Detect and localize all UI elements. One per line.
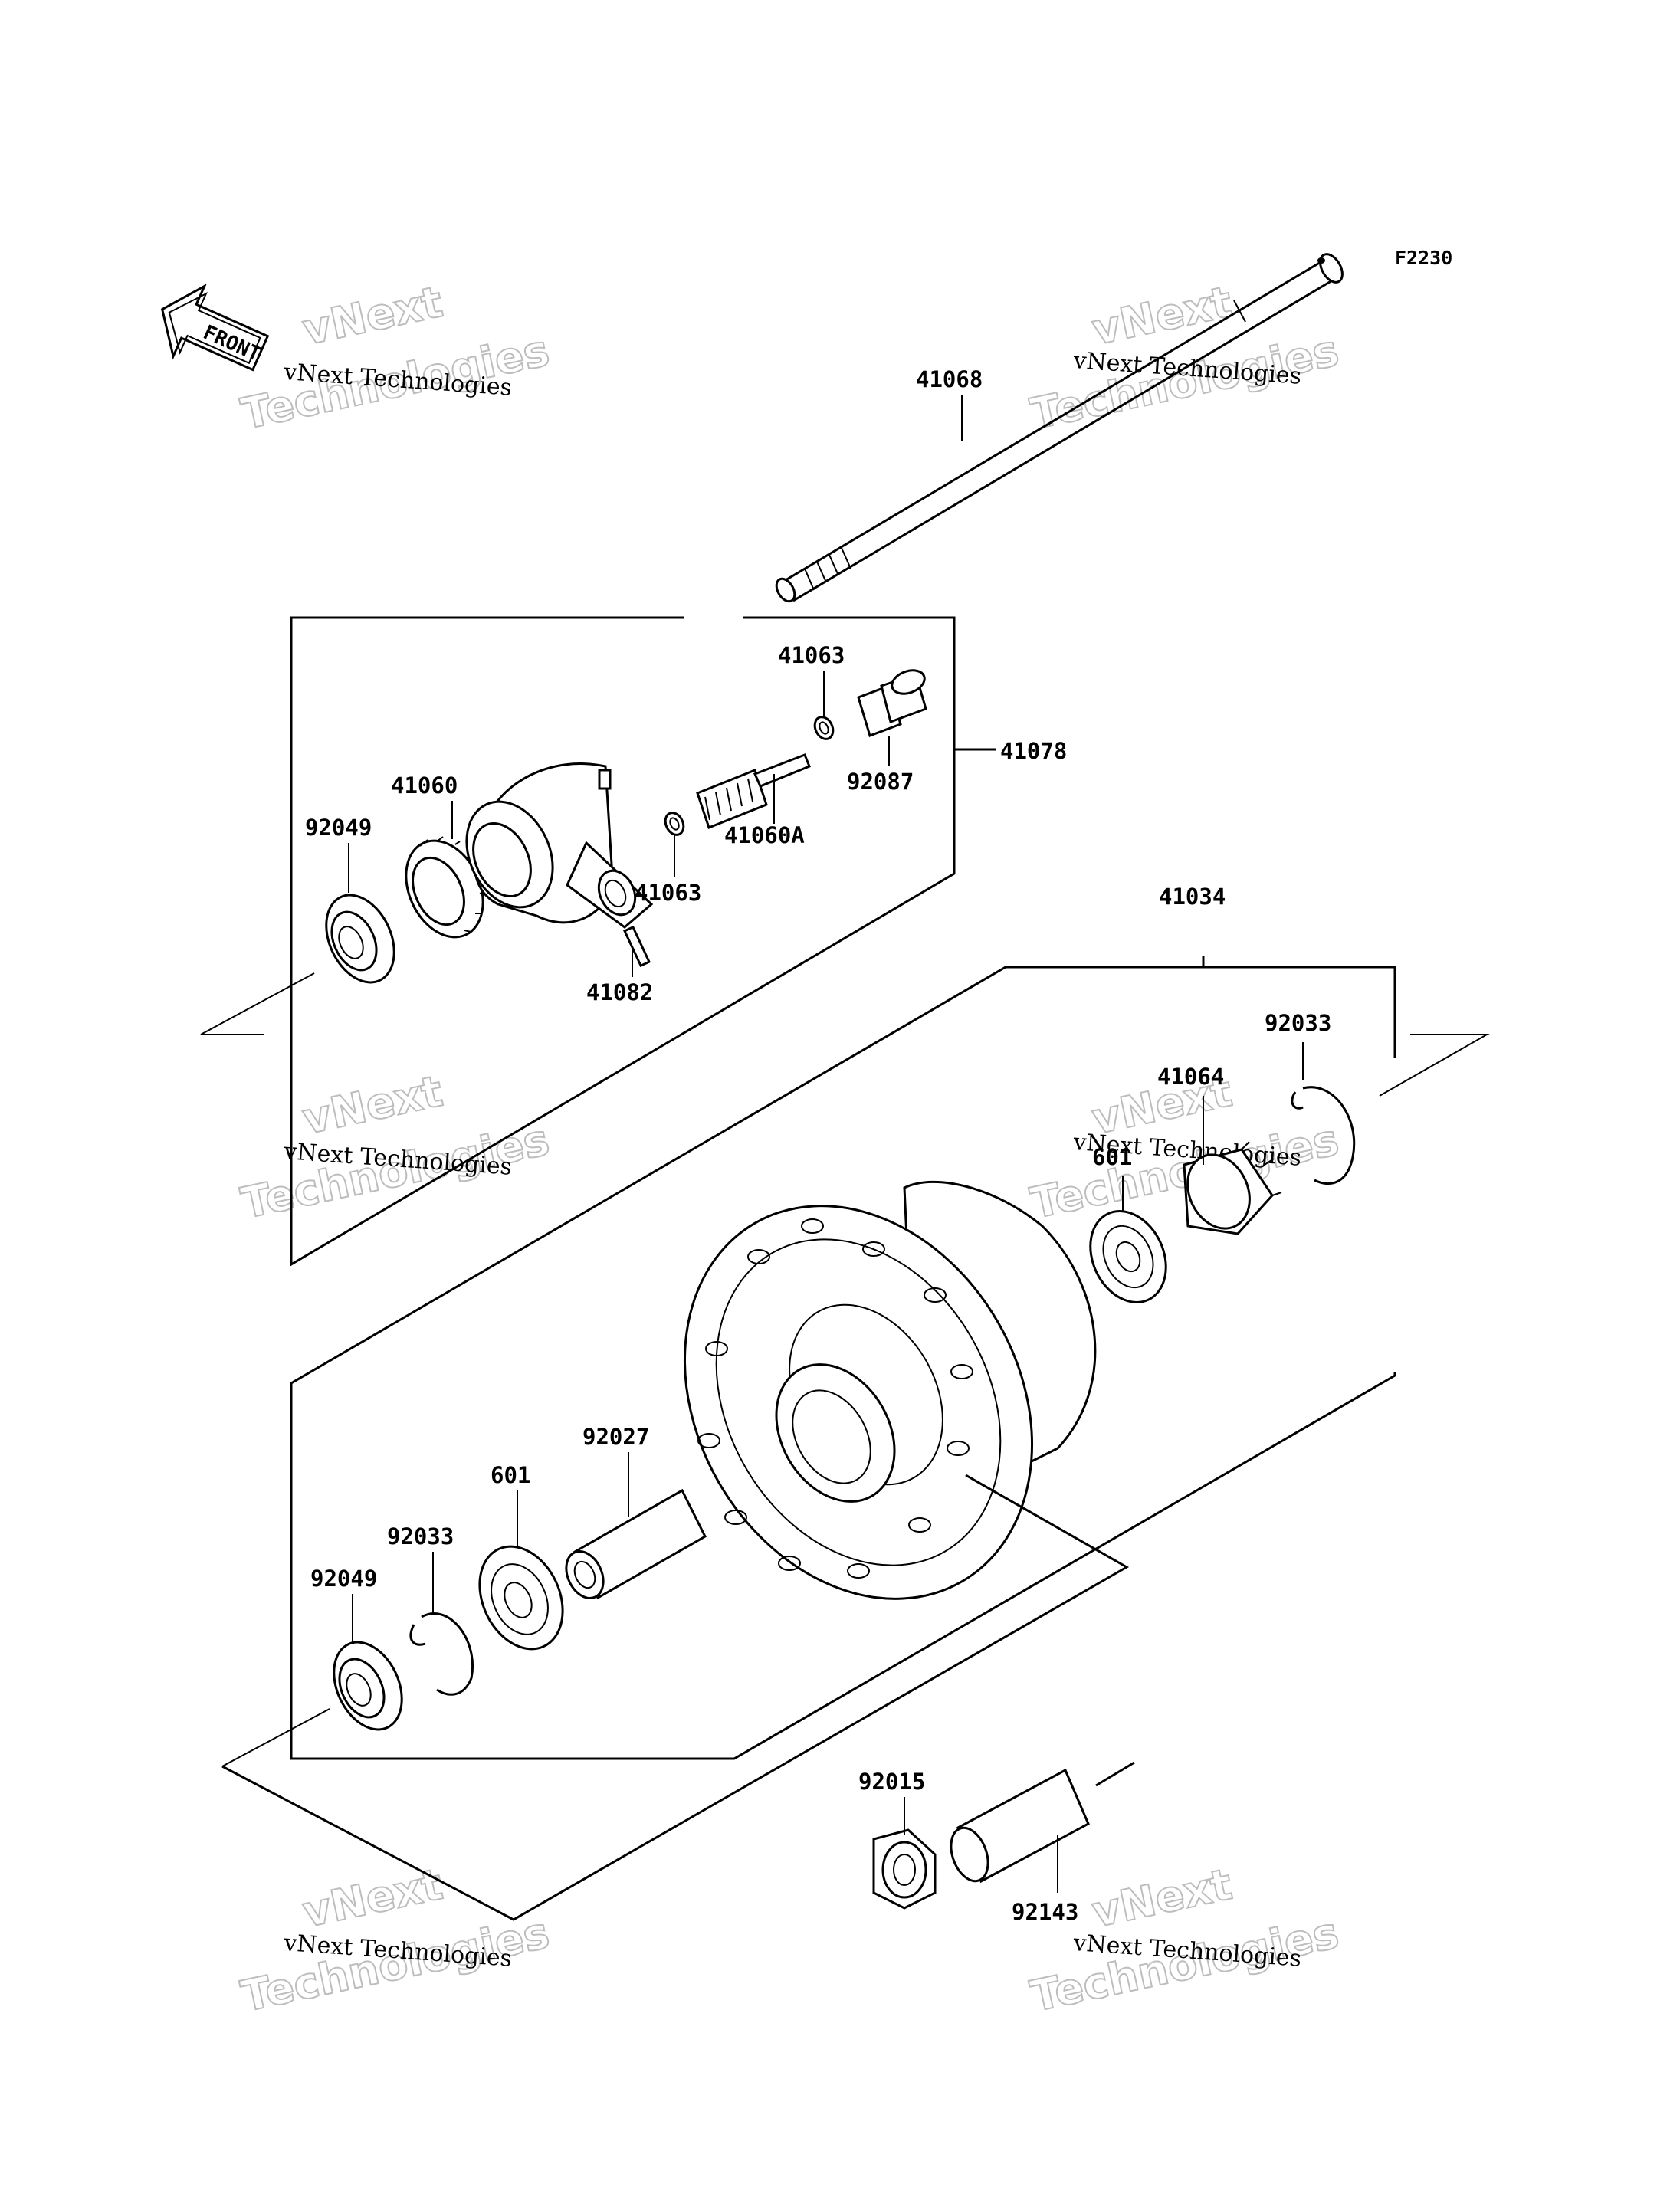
label-92015: 92015 [858,1769,925,1795]
pin [623,925,651,968]
circlip-left [409,1612,474,1696]
watermark-ghost-vnext: vNext [298,277,447,356]
oil-seal-bottom [333,1641,403,1731]
watermark-mid-left: vNext Technologies vNext Technologies [236,1066,554,1230]
spacer [565,1488,707,1600]
label-41068: 41068 [916,366,983,392]
watermark-bottom-left: vNext Technologies vNext Technologies [236,1859,554,2023]
washer-mid [664,812,685,836]
watermark-top-left: vNext Technologies vNext Technologies [236,277,554,441]
label-41063-mid: 41063 [635,880,701,906]
watermark-ghost-vnext: vNext [298,1860,447,1938]
label-92027: 92027 [582,1424,649,1450]
box-41078 [290,616,956,1267]
label-601-right: 601 [1092,1144,1132,1170]
watermark-ghost-vnext: vNext [1088,1860,1236,1938]
label-92049-top: 92049 [305,815,372,841]
speedometer-drive [1183,1141,1282,1235]
label-92049-bottom: 92049 [310,1566,377,1592]
pinion-gear [696,753,811,829]
box-nut-collar [221,1474,1130,1921]
label-41082: 41082 [586,979,653,1005]
label-41078: 41078 [1000,738,1067,764]
label-41063-top: 41063 [778,642,845,668]
front-axle [775,253,1344,603]
label-601-left: 601 [491,1462,530,1488]
bearing-right [1089,1210,1167,1303]
label-92033-left: 92033 [387,1523,454,1549]
label-92033-right: 92033 [1265,1010,1331,1036]
collar [950,1768,1090,1884]
watermark-ghost-vnext: vNext [298,1067,447,1145]
figure-code: F2230 [1395,247,1452,269]
box-41034 [290,966,1396,1760]
leader-lines [348,395,1304,1893]
oil-seal-top [325,894,395,984]
label-92143: 92143 [1012,1899,1078,1925]
washer-top [813,716,835,740]
bushing [857,669,927,737]
watermark-bottom-right: vNext Technologies vNext Technologies [1025,1859,1344,2023]
label-41060A: 41060A [724,822,805,848]
watermark-ghost-vnext: vNext [1088,277,1236,356]
front-arrow-icon: FRONT [160,283,270,372]
part-labels: 41068 41063 41078 92087 41060 41060A 920… [305,366,1331,1925]
watermark-mid-right: vNext Technologies vNext Technologies [1025,1066,1344,1230]
speedometer-gear-ring [405,836,487,939]
wheel-hub [684,1180,1097,1600]
axle-nut [872,1828,937,1910]
label-41034: 41034 [1159,884,1226,910]
speedometer-gear-housing [465,762,654,929]
circlip-right [1291,1086,1356,1185]
label-41060: 41060 [391,772,458,798]
label-92087: 92087 [847,769,914,795]
bearing-left [478,1545,564,1651]
label-41064: 41064 [1157,1064,1224,1090]
